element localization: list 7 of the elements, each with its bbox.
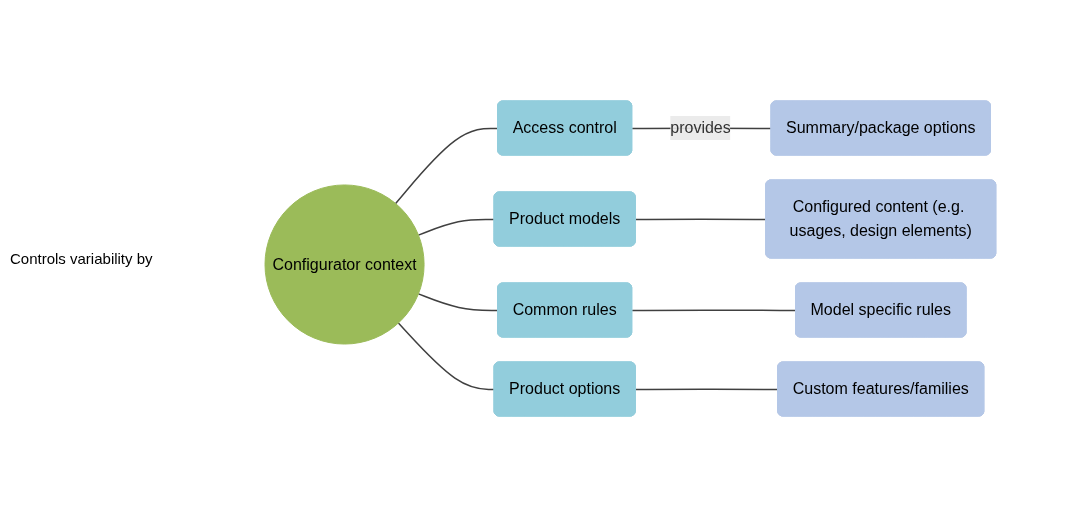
- note-text: Controls variability by: [10, 249, 154, 267]
- edge-label: provides: [670, 118, 731, 136]
- connector: [417, 218, 496, 236]
- connector: [631, 308, 797, 311]
- node-circle: Configurator context: [264, 183, 425, 345]
- connector: [395, 127, 499, 204]
- connector: [397, 321, 496, 390]
